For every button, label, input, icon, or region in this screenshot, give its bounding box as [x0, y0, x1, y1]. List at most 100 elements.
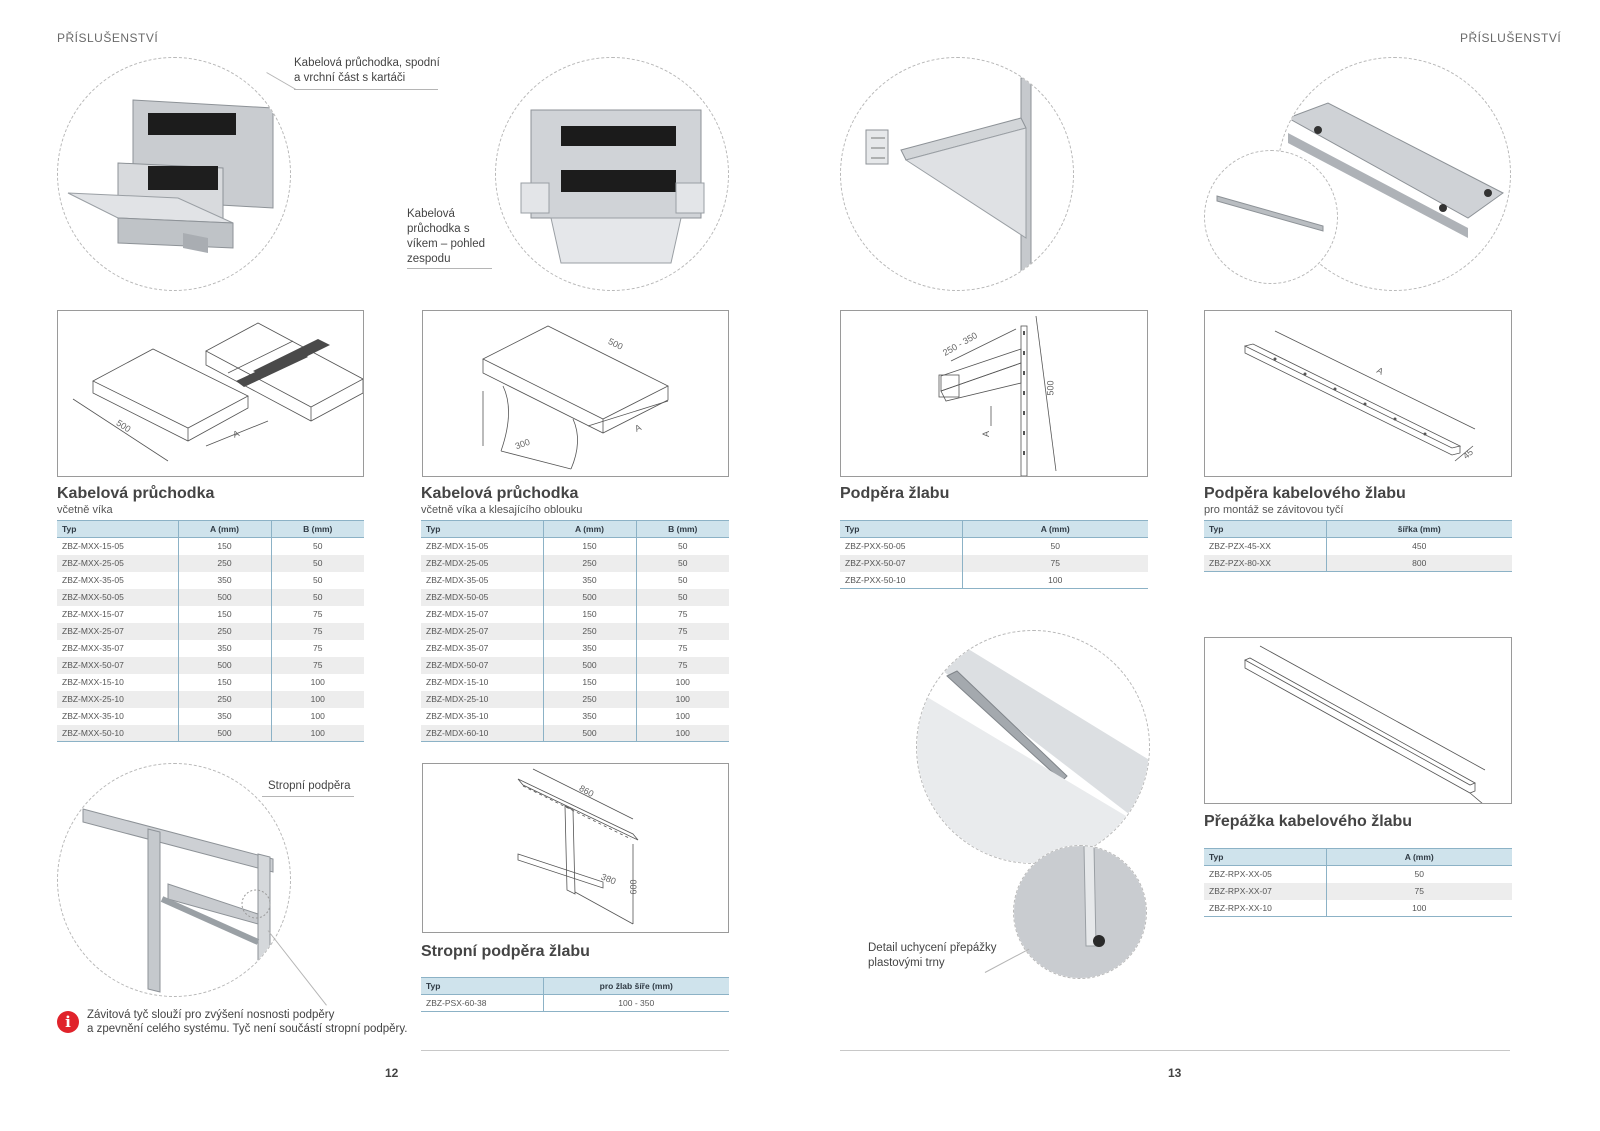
product-title-tray-divider: Přepážka kabelového žlabu: [1204, 813, 1413, 830]
cell-b: 75: [270, 639, 364, 657]
callout-brushes-leader: [294, 89, 438, 90]
info-icon: i: [57, 1011, 79, 1033]
info-note-line-1: Závitová tyč slouží pro zvýšení nosnosti…: [87, 1009, 335, 1021]
drawing-cable-passage-arc: 500 300 A: [422, 310, 729, 477]
cell-type: ZBZ-PXX-50-10: [840, 571, 962, 589]
cell-a: 75: [1325, 882, 1512, 900]
table-header-row: Typ pro žlab šíře (mm): [421, 977, 729, 995]
product-title-cable-passage-arc: Kabelová průchodka: [421, 485, 579, 502]
drawing-tray-support: 250 - 350 500 A: [840, 310, 1148, 477]
cell-a: 150: [542, 673, 636, 691]
cell-type: ZBZ-MDX-35-10: [426, 711, 489, 721]
cell-type: ZBZ-MDX-15-07: [426, 609, 489, 619]
cell-a: 150: [177, 537, 271, 555]
cable-passage-arc-line-drawing: [482, 325, 669, 470]
info-note-line-2: a zpevnění celého systému. Tyč není souč…: [87, 1023, 408, 1035]
cell-type: ZBZ-MDX-15-10: [426, 677, 489, 687]
cell-a: 250: [177, 622, 271, 640]
cell-type: ZBZ-MDX-25-07: [421, 622, 543, 640]
cell-a: 350: [177, 571, 271, 589]
cell-type: ZBZ-MXX-35-07: [62, 643, 124, 653]
tray-divider-line-drawing: [1244, 645, 1486, 803]
dimension-label-600: 600: [628, 879, 639, 895]
cell-a: 250: [177, 690, 271, 708]
cell-type: ZBZ-MXX-35-05: [62, 575, 124, 585]
callout-ceiling-support: Stropní podpěra: [268, 780, 351, 792]
cell-width: 800: [1325, 554, 1512, 572]
product-subtitle-cable-passage: včetně víka: [57, 504, 113, 516]
cell-a: 500: [177, 588, 271, 606]
cell-a: 150: [177, 673, 271, 691]
dimension-label-500: 500: [1045, 380, 1056, 396]
ceiling-support-line-drawing: [517, 768, 639, 925]
divider-detail-illustration: [1014, 846, 1146, 978]
cell-b: 50: [270, 571, 364, 589]
cell-type: ZBZ-PZX-45-XX: [1209, 541, 1271, 552]
product-title-tray-support: Podpěra žlabu: [840, 485, 950, 502]
cell-a: 150: [542, 537, 636, 555]
cell-a: 75: [961, 554, 1148, 572]
cell-a: 250: [542, 690, 636, 708]
cable-passage-brushes-illustration: [67, 99, 274, 253]
column-header-b: B (mm): [270, 520, 364, 538]
threaded-rod-support-line-drawing: [1243, 330, 1476, 462]
cell-width: 100 - 350: [542, 994, 729, 1012]
cell-type: ZBZ-MXX-25-05: [57, 554, 178, 572]
cell-b: 75: [270, 605, 364, 623]
product-subtitle-threaded-rod-support: pro montáž se závitovou tyčí: [1204, 504, 1344, 516]
product-title-threaded-rod-support: Podpěra kabelového žlabu: [1204, 485, 1406, 502]
cell-b: 75: [635, 656, 729, 674]
cell-a: 250: [177, 554, 271, 572]
cell-type: ZBZ-MDX-15-05: [426, 541, 489, 552]
tray-divider-illustration: [917, 636, 1149, 863]
photo-cable-passage-brushes: [57, 57, 291, 291]
section-label-right: PŘÍSLUŠENSTVÍ: [1460, 31, 1562, 45]
cell-a: 500: [542, 588, 636, 606]
photo-tray-divider: [916, 630, 1150, 864]
column-header-type: Typ: [421, 977, 543, 995]
page-number-left: 12: [385, 1066, 399, 1080]
cell-a: 150: [542, 605, 636, 623]
cell-type: ZBZ-PXX-50-07: [840, 554, 962, 572]
drawing-cable-passage: 500 A: [57, 310, 364, 477]
cell-type: ZBZ-MDX-25-05: [421, 554, 543, 572]
column-header-a: A (mm): [177, 520, 271, 538]
column-header-type: Typ: [1204, 848, 1326, 866]
cell-type: ZBZ-RPX-XX-10: [1204, 899, 1326, 917]
footer-divider-right: [840, 1050, 1510, 1051]
column-header-type: Typ: [421, 520, 543, 538]
cell-a: 350: [177, 707, 271, 725]
drawing-threaded-rod-support: A 45: [1204, 310, 1512, 477]
cell-a: 350: [542, 707, 636, 725]
cell-type: ZBZ-MDX-60-10: [421, 724, 543, 742]
cell-b: 100: [635, 724, 729, 742]
photo-tray-support: [840, 57, 1074, 291]
cell-b: 75: [635, 622, 729, 640]
drawing-tray-divider: [1204, 637, 1512, 804]
column-header-b: B (mm): [635, 520, 729, 538]
product-title-ceiling-support: Stropní podpěra žlabu: [421, 943, 590, 960]
page-number-right: 13: [1168, 1066, 1182, 1080]
cable-passage-bottom-illustration: [520, 109, 705, 264]
cell-width: 450: [1325, 537, 1512, 555]
cell-b: 100: [270, 690, 364, 708]
tray-support-line-drawing: [938, 315, 1057, 476]
cell-a: 50: [961, 537, 1148, 555]
photo-cable-passage-bottom: [495, 57, 729, 291]
cell-b: 50: [635, 537, 729, 555]
callout-bottom-view-leader: [407, 268, 492, 269]
